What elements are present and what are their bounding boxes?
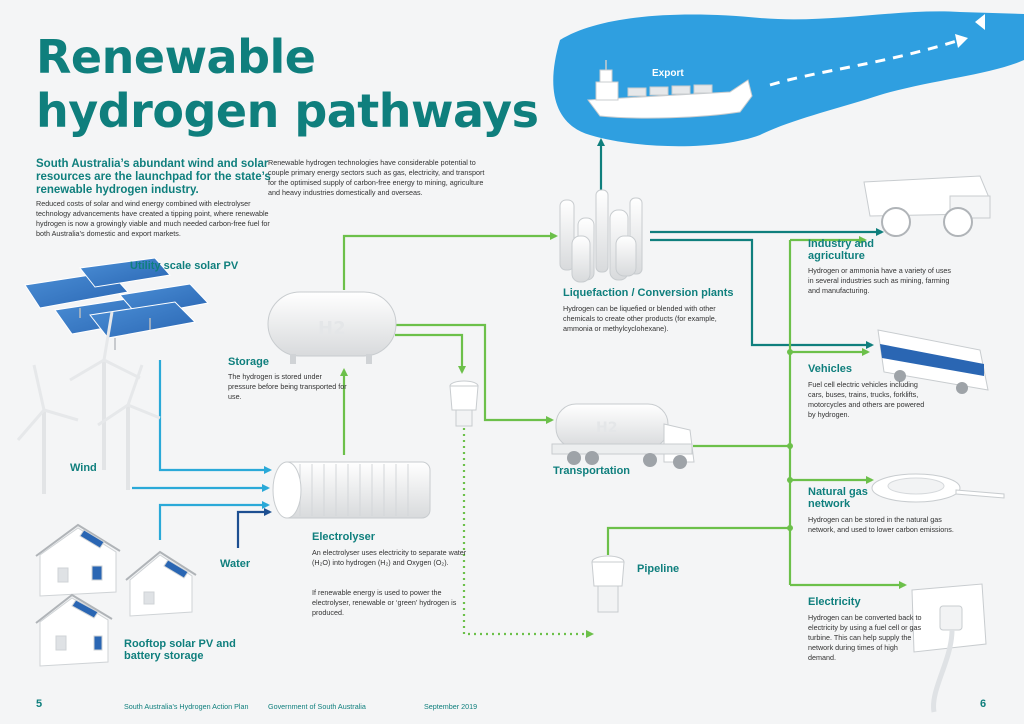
intro-body-2: Renewable hydrogen technologies have con… xyxy=(268,158,485,197)
flow-liquefaction-to-vehicles xyxy=(650,238,874,349)
electrolyser-desc-1: An electrolyser uses electricity to sepa… xyxy=(312,548,467,567)
electrolyser-icon xyxy=(272,461,431,519)
flow-storage-to-transport xyxy=(395,323,554,424)
flow-valve-to-pipeline xyxy=(462,428,594,638)
storage-desc: The hydrogen is stored under pressure be… xyxy=(228,372,347,401)
dump-truck-icon xyxy=(863,175,991,237)
flow-storage-to-liquefaction xyxy=(342,232,558,290)
pipeline-label: Pipeline xyxy=(637,563,680,575)
natural-gas-desc: Hydrogen can be stored in the natural ga… xyxy=(808,515,954,534)
flow-solar-to-electrolyser xyxy=(158,360,272,474)
electricity-label: Electricity xyxy=(808,596,861,608)
liquefaction-label: Liquefaction / Conversion plants xyxy=(563,287,734,299)
bus-icon xyxy=(877,329,989,394)
footer-plan: South Australia’s Hydrogen Action Plan xyxy=(124,702,249,711)
rooftop-houses-icon xyxy=(35,523,197,667)
flow-pipeline-to-bus xyxy=(606,526,790,555)
gas-stove-icon xyxy=(871,473,1005,503)
transportation-label: Transportation xyxy=(553,465,631,477)
liquefaction-desc: Hydrogen can be liquefied or blended wit… xyxy=(563,304,717,333)
export-label: Export xyxy=(652,68,684,79)
natural-gas-label: Natural gas network xyxy=(808,486,868,510)
utility-solar-label: Utility scale solar PV xyxy=(130,260,239,272)
electricity-desc: Hydrogen can be converted back to electr… xyxy=(808,613,922,662)
export-dashed-route xyxy=(769,38,961,87)
page-number-left: 5 xyxy=(36,698,43,710)
electrolyser-label: Electrolyser xyxy=(312,531,375,543)
power-socket-icon xyxy=(911,583,987,713)
industry-desc: Hydrogen or ammonia have a variety of us… xyxy=(808,266,952,295)
tanker-truck-icon: H2 xyxy=(551,403,695,469)
industry-label: Industry and agriculture xyxy=(808,238,875,262)
flow-storage-to-valve xyxy=(395,333,466,374)
wind-label: Wind xyxy=(70,462,97,474)
intro-body: Reduced costs of solar and wind energy c… xyxy=(36,199,270,238)
page-title: Renewable hydrogen pathways xyxy=(36,30,539,138)
storage-tank-h2: H2 xyxy=(318,318,346,339)
valve-icon xyxy=(449,380,479,427)
storage-tank-icon: H2 xyxy=(267,291,397,364)
solar-farm-icon xyxy=(24,257,209,350)
flow-rooftop-to-electrolyser xyxy=(158,501,270,540)
flow-water-to-electrolyser xyxy=(236,508,272,548)
ship-icon xyxy=(587,60,753,119)
vehicles-label: Vehicles xyxy=(808,363,853,375)
page-number-right: 6 xyxy=(980,698,987,710)
footer-date: September 2019 xyxy=(424,702,478,711)
footer-government: Government of South Australia xyxy=(268,702,366,711)
intro-headline: South Australia’s abundant wind and sola… xyxy=(36,158,271,196)
storage-label: Storage xyxy=(228,356,269,368)
rooftop-label: Rooftop solar PV and battery storage xyxy=(124,638,236,662)
electrolyser-desc-2: If renewable energy is used to power the… xyxy=(312,588,457,617)
water-label: Water xyxy=(220,558,251,570)
liquefaction-plant-icon xyxy=(559,189,643,283)
tanker-h2: H2 xyxy=(596,420,617,436)
vehicles-desc: Fuel cell electric vehicles including ca… xyxy=(808,380,925,419)
pipeline-icon xyxy=(591,555,625,613)
wind-turbines-icon xyxy=(16,311,161,494)
